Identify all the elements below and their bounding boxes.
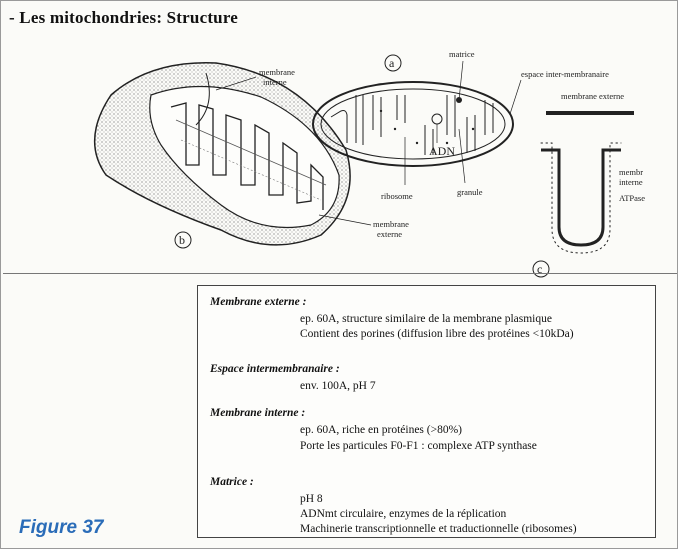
matrice-line-1: pH 8: [300, 493, 323, 505]
matrice-line-3: Machinerie transcriptionnelle et traduct…: [300, 523, 577, 535]
matrice-line-2: ADNmt circulaire, enzymes de la réplicat…: [300, 508, 506, 520]
membrane-interne-line-1: ep. 60A, riche en protéines (>80%): [300, 424, 462, 436]
label-membrane-externe-b-2: externe: [377, 229, 402, 239]
espace-line-1: env. 100A, pH 7: [300, 380, 376, 392]
label-granule: granule: [457, 187, 483, 197]
heading-espace-intermembranaire: Espace intermembranaire :: [210, 363, 340, 375]
membrane-detail-c: membrane externe membr interne ATPase c: [533, 91, 645, 277]
heading-membrane-interne: Membrane interne :: [210, 407, 305, 419]
heading-membrane-externe: Membrane externe :: [210, 296, 306, 308]
mitochondria-diagram: b membrane interne membrane externe: [1, 25, 678, 281]
label-espace-intermembranaire: espace inter-membranaire: [521, 69, 609, 79]
mitochondrion-section-a: a matrice ADN ribosome granule espace in…: [313, 49, 609, 201]
label-membrane-interne-c-2: interne: [619, 177, 643, 187]
membrane-externe-line-2: Contient des porines (diffusion libre de…: [300, 328, 574, 340]
membrane-externe-line-1: ep. 60A, structure similaire de la membr…: [300, 313, 552, 325]
label-membrane-interne-2: interne: [263, 77, 287, 87]
label-membrane-externe-c: membrane externe: [561, 91, 624, 101]
label-membrane-interne-1: membrane: [259, 67, 295, 77]
label-a: a: [389, 56, 395, 70]
mitochondrion-cutaway-b: b membrane interne membrane externe: [95, 63, 409, 248]
label-b: b: [179, 233, 185, 247]
divider-line: [3, 273, 677, 274]
label-matrice: matrice: [449, 49, 475, 59]
membrane-interne-line-2: Porte les particules F0-F1 : complexe AT…: [300, 440, 537, 452]
membrane-info-box: Membrane externe : ep. 60A, structure si…: [197, 285, 656, 538]
label-ribosome: ribosome: [381, 191, 413, 201]
label-atpase: ATPase: [619, 193, 645, 203]
label-membrane-externe-b-1: membrane: [373, 219, 409, 229]
figure-caption: Figure 37: [19, 517, 103, 539]
label-adn: ADN: [429, 144, 455, 158]
label-membrane-interne-c-1: membr: [619, 167, 643, 177]
heading-matrice: Matrice :: [210, 476, 254, 488]
